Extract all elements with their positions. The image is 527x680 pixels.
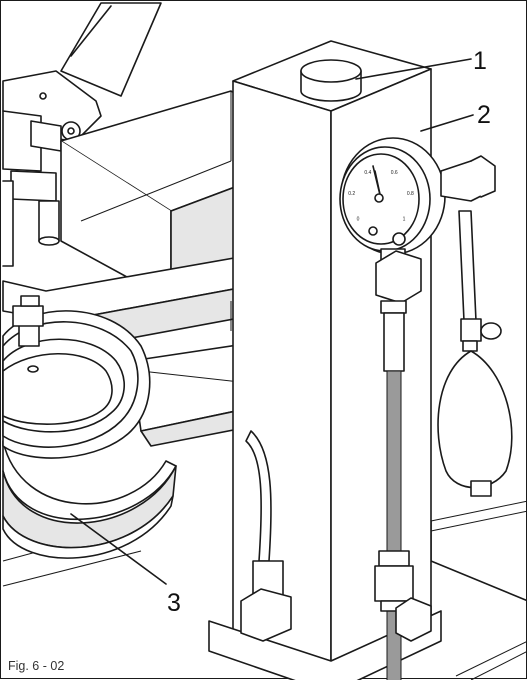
gauge-scale-label: 0.8: [407, 191, 414, 197]
gauge-scale-label: 0.4: [364, 170, 371, 176]
callout-1: 1: [473, 47, 487, 75]
callout-2: 2: [477, 101, 491, 129]
gauge-scale-label: 0.6: [391, 170, 398, 176]
pressure-gauge: [339, 137, 496, 255]
sight-tube: [374, 248, 432, 680]
gauge-scale-label: 0: [357, 216, 360, 222]
leader-lines: [70, 58, 474, 585]
turntable: [2, 295, 177, 559]
figure-caption: Fig. 6 - 02: [8, 659, 65, 673]
gauge-scale-label: 1: [403, 216, 406, 222]
lower-hose: [240, 430, 292, 642]
callout-3: 3: [167, 589, 181, 617]
gauge-scale-label: 0.2: [348, 191, 355, 197]
machine-arm: [2, 2, 162, 267]
bulb-assembly: [437, 210, 513, 497]
